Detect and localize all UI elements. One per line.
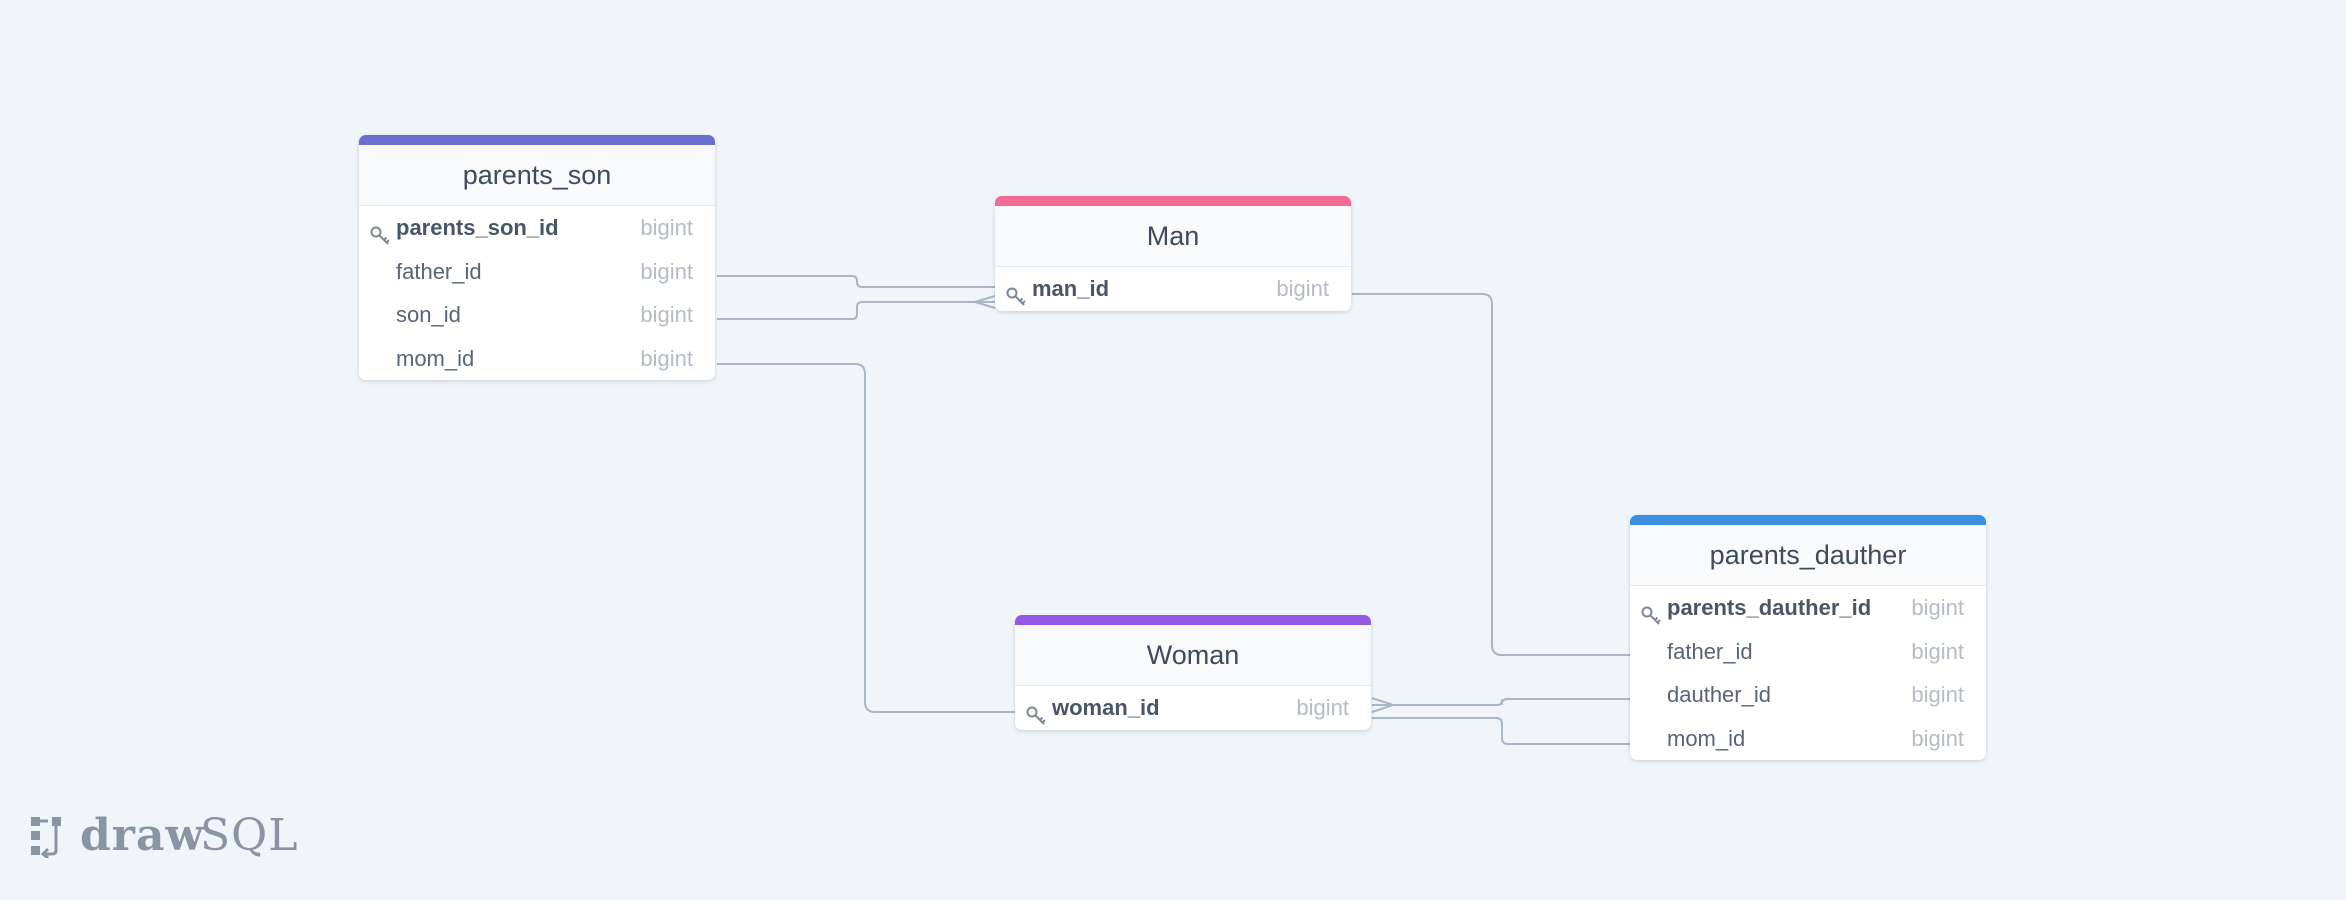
key-icon [1005, 279, 1027, 306]
crowfoot-man [974, 295, 996, 309]
relation-line-dauther-mom-to-woman [1372, 717, 1630, 745]
table-parents-dauther[interactable]: parents_dauther parents_dauther_id bigin… [1630, 515, 1986, 760]
relation-line-son-to-man [717, 301, 995, 320]
column-type: bigint [1276, 276, 1329, 301]
column-name: man_id [1032, 276, 1110, 301]
table-color-bar [995, 196, 1351, 206]
relation-line-dauther-to-woman [1372, 698, 1630, 706]
column-row[interactable]: man_id bigint [995, 267, 1351, 311]
column-type: bigint [1911, 595, 1964, 620]
table-color-bar [359, 135, 715, 145]
column-row[interactable]: son_id bigint [359, 293, 715, 337]
column-type: bigint [1911, 638, 1964, 664]
column-type: bigint [640, 302, 693, 327]
table-title: parents_son [359, 145, 715, 206]
column-type: bigint [1296, 695, 1349, 720]
column-row[interactable]: father_id bigint [1630, 630, 1986, 674]
column-name: parents_son_id [396, 215, 559, 240]
table-title: Man [995, 206, 1351, 267]
column-type: bigint [640, 258, 693, 284]
column-name: mom_id [1667, 725, 1746, 751]
column-name: dauther_id [1667, 682, 1771, 707]
table-color-bar [1630, 515, 1986, 525]
key-icon [369, 218, 391, 245]
column-name: father_id [1667, 638, 1753, 664]
column-name: father_id [396, 258, 482, 284]
column-row[interactable]: parents_dauther_id bigint [1630, 586, 1986, 630]
table-color-bar [1015, 615, 1371, 625]
logo-text-draw: draw [80, 810, 205, 861]
column-name: parents_dauther_id [1667, 595, 1872, 620]
column-name: mom_id [396, 345, 475, 371]
column-row[interactable]: mom_id bigint [1630, 717, 1986, 761]
column-row[interactable]: parents_son_id bigint [359, 206, 715, 250]
column-row[interactable]: mom_id bigint [359, 337, 715, 381]
relation-line-mom-to-woman [717, 363, 1015, 713]
column-row[interactable]: woman_id bigint [1015, 686, 1371, 730]
logo-text-sql: SQL [200, 810, 299, 861]
column-type: bigint [640, 215, 693, 240]
drawsql-logo-icon [30, 816, 70, 860]
column-type: bigint [1911, 725, 1964, 751]
crowfoot-woman [1371, 697, 1394, 713]
column-type: bigint [640, 345, 693, 371]
relation-line-man-to-dauther-father [1352, 293, 1630, 656]
table-title: parents_dauther [1630, 525, 1986, 586]
column-name: son_id [396, 302, 461, 327]
table-parents-son[interactable]: parents_son parents_son_id bigint father… [359, 135, 715, 380]
table-man[interactable]: Man man_id bigint [995, 196, 1351, 311]
column-type: bigint [1911, 682, 1964, 707]
column-row[interactable]: dauther_id bigint [1630, 673, 1986, 717]
relation-line-father-to-man [717, 275, 995, 288]
column-name: woman_id [1052, 695, 1160, 720]
table-title: Woman [1015, 625, 1371, 686]
table-woman[interactable]: Woman woman_id bigint [1015, 615, 1371, 730]
key-icon [1640, 598, 1662, 625]
column-row[interactable]: father_id bigint [359, 250, 715, 294]
key-icon [1025, 698, 1047, 725]
